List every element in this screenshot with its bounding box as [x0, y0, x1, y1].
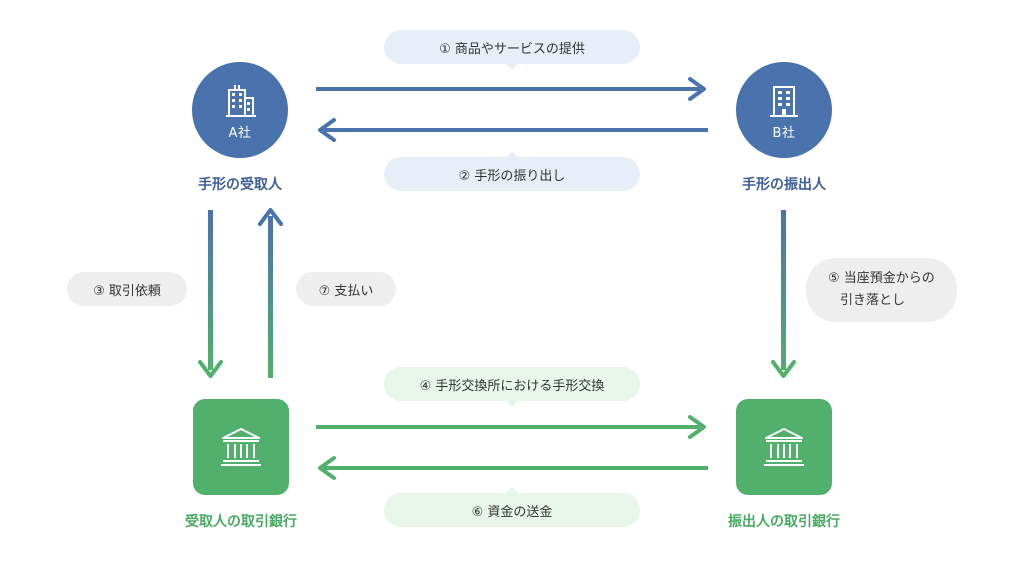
company-a-role: 手形の受取人 — [198, 177, 282, 193]
arrow-b-to-issuer-bank — [771, 210, 796, 378]
step-5-line-2: 引き落とし — [840, 293, 906, 308]
arrow-issuer-bank-to-receiver-bank — [318, 456, 708, 480]
arrow-b-to-a — [318, 118, 708, 142]
arrow-a-to-b — [316, 77, 706, 101]
company-b-label: B社 — [772, 125, 796, 141]
office-building-icon — [226, 84, 256, 117]
arrow-receiver-bank-to-a — [258, 208, 283, 378]
receiver-bank-node — [193, 399, 289, 495]
company-a-label: A社 — [228, 125, 252, 141]
step-3-bubble: ③ 取引依頼 — [67, 272, 187, 306]
step-5-bubble: ⑤ 当座預金からの 引き落とし — [806, 258, 957, 322]
arrow-a-to-receiver-bank — [198, 210, 223, 378]
issuer-bank-node — [736, 399, 832, 495]
company-b-node: B社 — [736, 62, 832, 158]
arrow-receiver-bank-to-issuer-bank — [316, 415, 706, 439]
bank-icon — [764, 428, 804, 466]
receiver-bank-role: 受取人の取引銀行 — [185, 514, 297, 530]
office-building-icon — [770, 85, 798, 117]
step-7-bubble: ⑦ 支払い — [296, 272, 396, 306]
step-6-bubble: ⑥ 資金の送金 — [384, 487, 640, 527]
bank-icon — [221, 428, 261, 466]
step-5-line-1: ⑤ 当座預金からの — [828, 271, 935, 286]
company-a-node: A社 — [192, 62, 288, 158]
step-1-bubble: ① 商品やサービスの提供 — [384, 30, 640, 70]
step-4-bubble: ④ 手形交換所における手形交換 — [384, 367, 640, 407]
issuer-bank-role: 振出人の取引銀行 — [728, 514, 840, 530]
step-2-bubble: ② 手形の振り出し — [384, 151, 640, 191]
company-b-role: 手形の振出人 — [742, 177, 826, 193]
